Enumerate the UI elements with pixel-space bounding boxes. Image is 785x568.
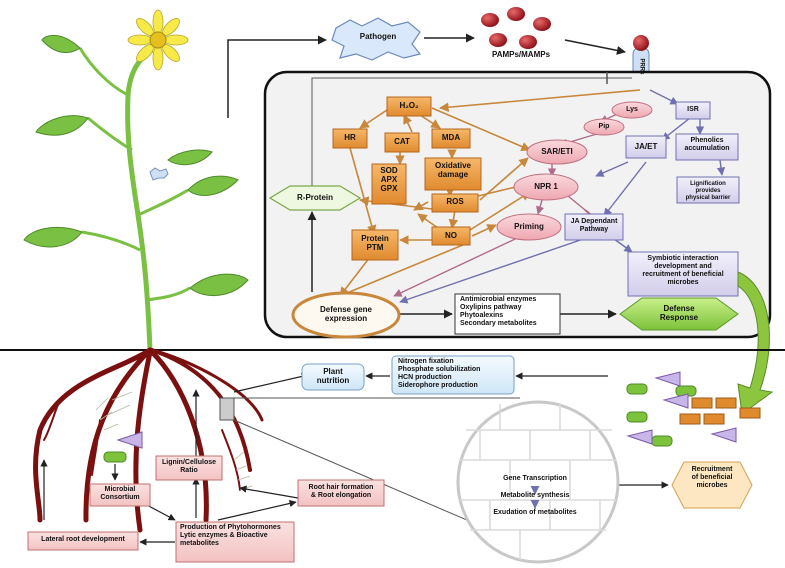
microbial-label: Microbial Consortium xyxy=(100,486,140,502)
flower xyxy=(127,9,189,71)
plant-to-pathogen-arrow xyxy=(227,35,327,118)
cat-label: CAT xyxy=(394,137,410,146)
pathogen-label: Pathogen xyxy=(359,32,397,41)
pamps-to-prrs-arrow xyxy=(564,39,626,55)
microbe-green-icon xyxy=(103,451,127,463)
root-zoom-box xyxy=(219,397,235,421)
lys-label: Lys xyxy=(626,106,638,113)
lateral-root-label: Lateral root development xyxy=(41,536,125,543)
lignification-label: Lignification provides physical barrier xyxy=(685,181,731,201)
defense-gene-ellipse xyxy=(291,291,401,339)
pamps-balls xyxy=(481,7,551,49)
roots xyxy=(33,347,264,533)
root-hair-label: Root hair formation & Root elongation xyxy=(308,484,374,500)
plant-nutrition-box xyxy=(301,363,365,391)
plant xyxy=(23,34,249,351)
orange-boxes xyxy=(332,96,482,261)
npr1-label: NPR 1 xyxy=(534,182,558,191)
beneficial-microbes-cluster xyxy=(626,371,761,447)
root-hairs xyxy=(95,391,253,491)
pink-ellipses xyxy=(496,101,653,241)
sar-eti-label: SAR/ETI xyxy=(541,147,573,156)
cell-circle xyxy=(456,400,620,564)
oxidative-damage-label: Oxidative damage xyxy=(434,161,471,180)
ros-label: ROS xyxy=(446,197,464,206)
ros-network-arrows xyxy=(329,89,641,302)
priming-label: Priming xyxy=(514,222,544,231)
defense-response-shape xyxy=(619,297,739,331)
red-boxes xyxy=(27,455,385,563)
prrs-label: PRRs xyxy=(638,58,645,75)
pathogen-shape xyxy=(331,17,422,61)
lignin-label: Lignin/Cellulose Ratio xyxy=(161,459,217,475)
ja-et-label: JA/ET xyxy=(634,142,658,151)
defense-gene-label: Defense gene expression xyxy=(319,305,373,324)
recruitment-shape xyxy=(671,461,753,509)
mda-label: MDA xyxy=(441,133,461,142)
phytohormones-label: Production of Phytohormones Lytic enzyme… xyxy=(180,524,281,548)
prr-feedback-line xyxy=(311,77,632,190)
leaf-pathogen-icon xyxy=(149,167,169,181)
antimicrobial-label: Antimicrobial enzymes Oxylipins pathway … xyxy=(460,296,537,328)
protein-ptm-label: Protein PTM xyxy=(361,234,389,253)
lavender-boxes xyxy=(564,101,740,297)
gene-transcription-label: Gene Transcription xyxy=(503,475,567,482)
nitrogen-box xyxy=(391,355,515,395)
pamps-label: PAMPs/MAMPs xyxy=(491,50,551,59)
nitrogen-label: Nitrogen fixation Phosphate solubilizati… xyxy=(398,358,481,390)
r-protein-shape xyxy=(268,185,362,211)
microbe-purple-icon xyxy=(116,431,143,449)
antimicrobial-box xyxy=(454,293,561,335)
sod-apx-gpx-label: SOD APX GPX xyxy=(380,166,398,194)
plant-nutrition-label: Plant nutrition xyxy=(316,367,350,386)
exudation-label: Exudation of metabolites xyxy=(493,509,577,516)
pip-label: Pip xyxy=(598,123,610,130)
defense-response-label: Defense Response xyxy=(659,304,699,323)
recruitment-label: Recruitment of beneficial microbes xyxy=(691,466,733,490)
phenolics-label: Phenolics accumulation xyxy=(684,137,730,153)
symbiotic-label: Symbiotic interaction development and re… xyxy=(642,255,724,287)
h2o2-label: H₂O₂ xyxy=(399,101,419,110)
soil-arrows xyxy=(40,372,669,546)
isr-label: ISR xyxy=(687,106,699,113)
r-protein-label: R-Protein xyxy=(297,193,333,202)
ja-pathway-label: JA Dependant Pathway xyxy=(570,218,618,234)
metabolite-synthesis-label: Metabolite synthesis xyxy=(500,492,570,499)
hr-label: HR xyxy=(344,133,356,142)
no-label: NO xyxy=(445,231,457,240)
